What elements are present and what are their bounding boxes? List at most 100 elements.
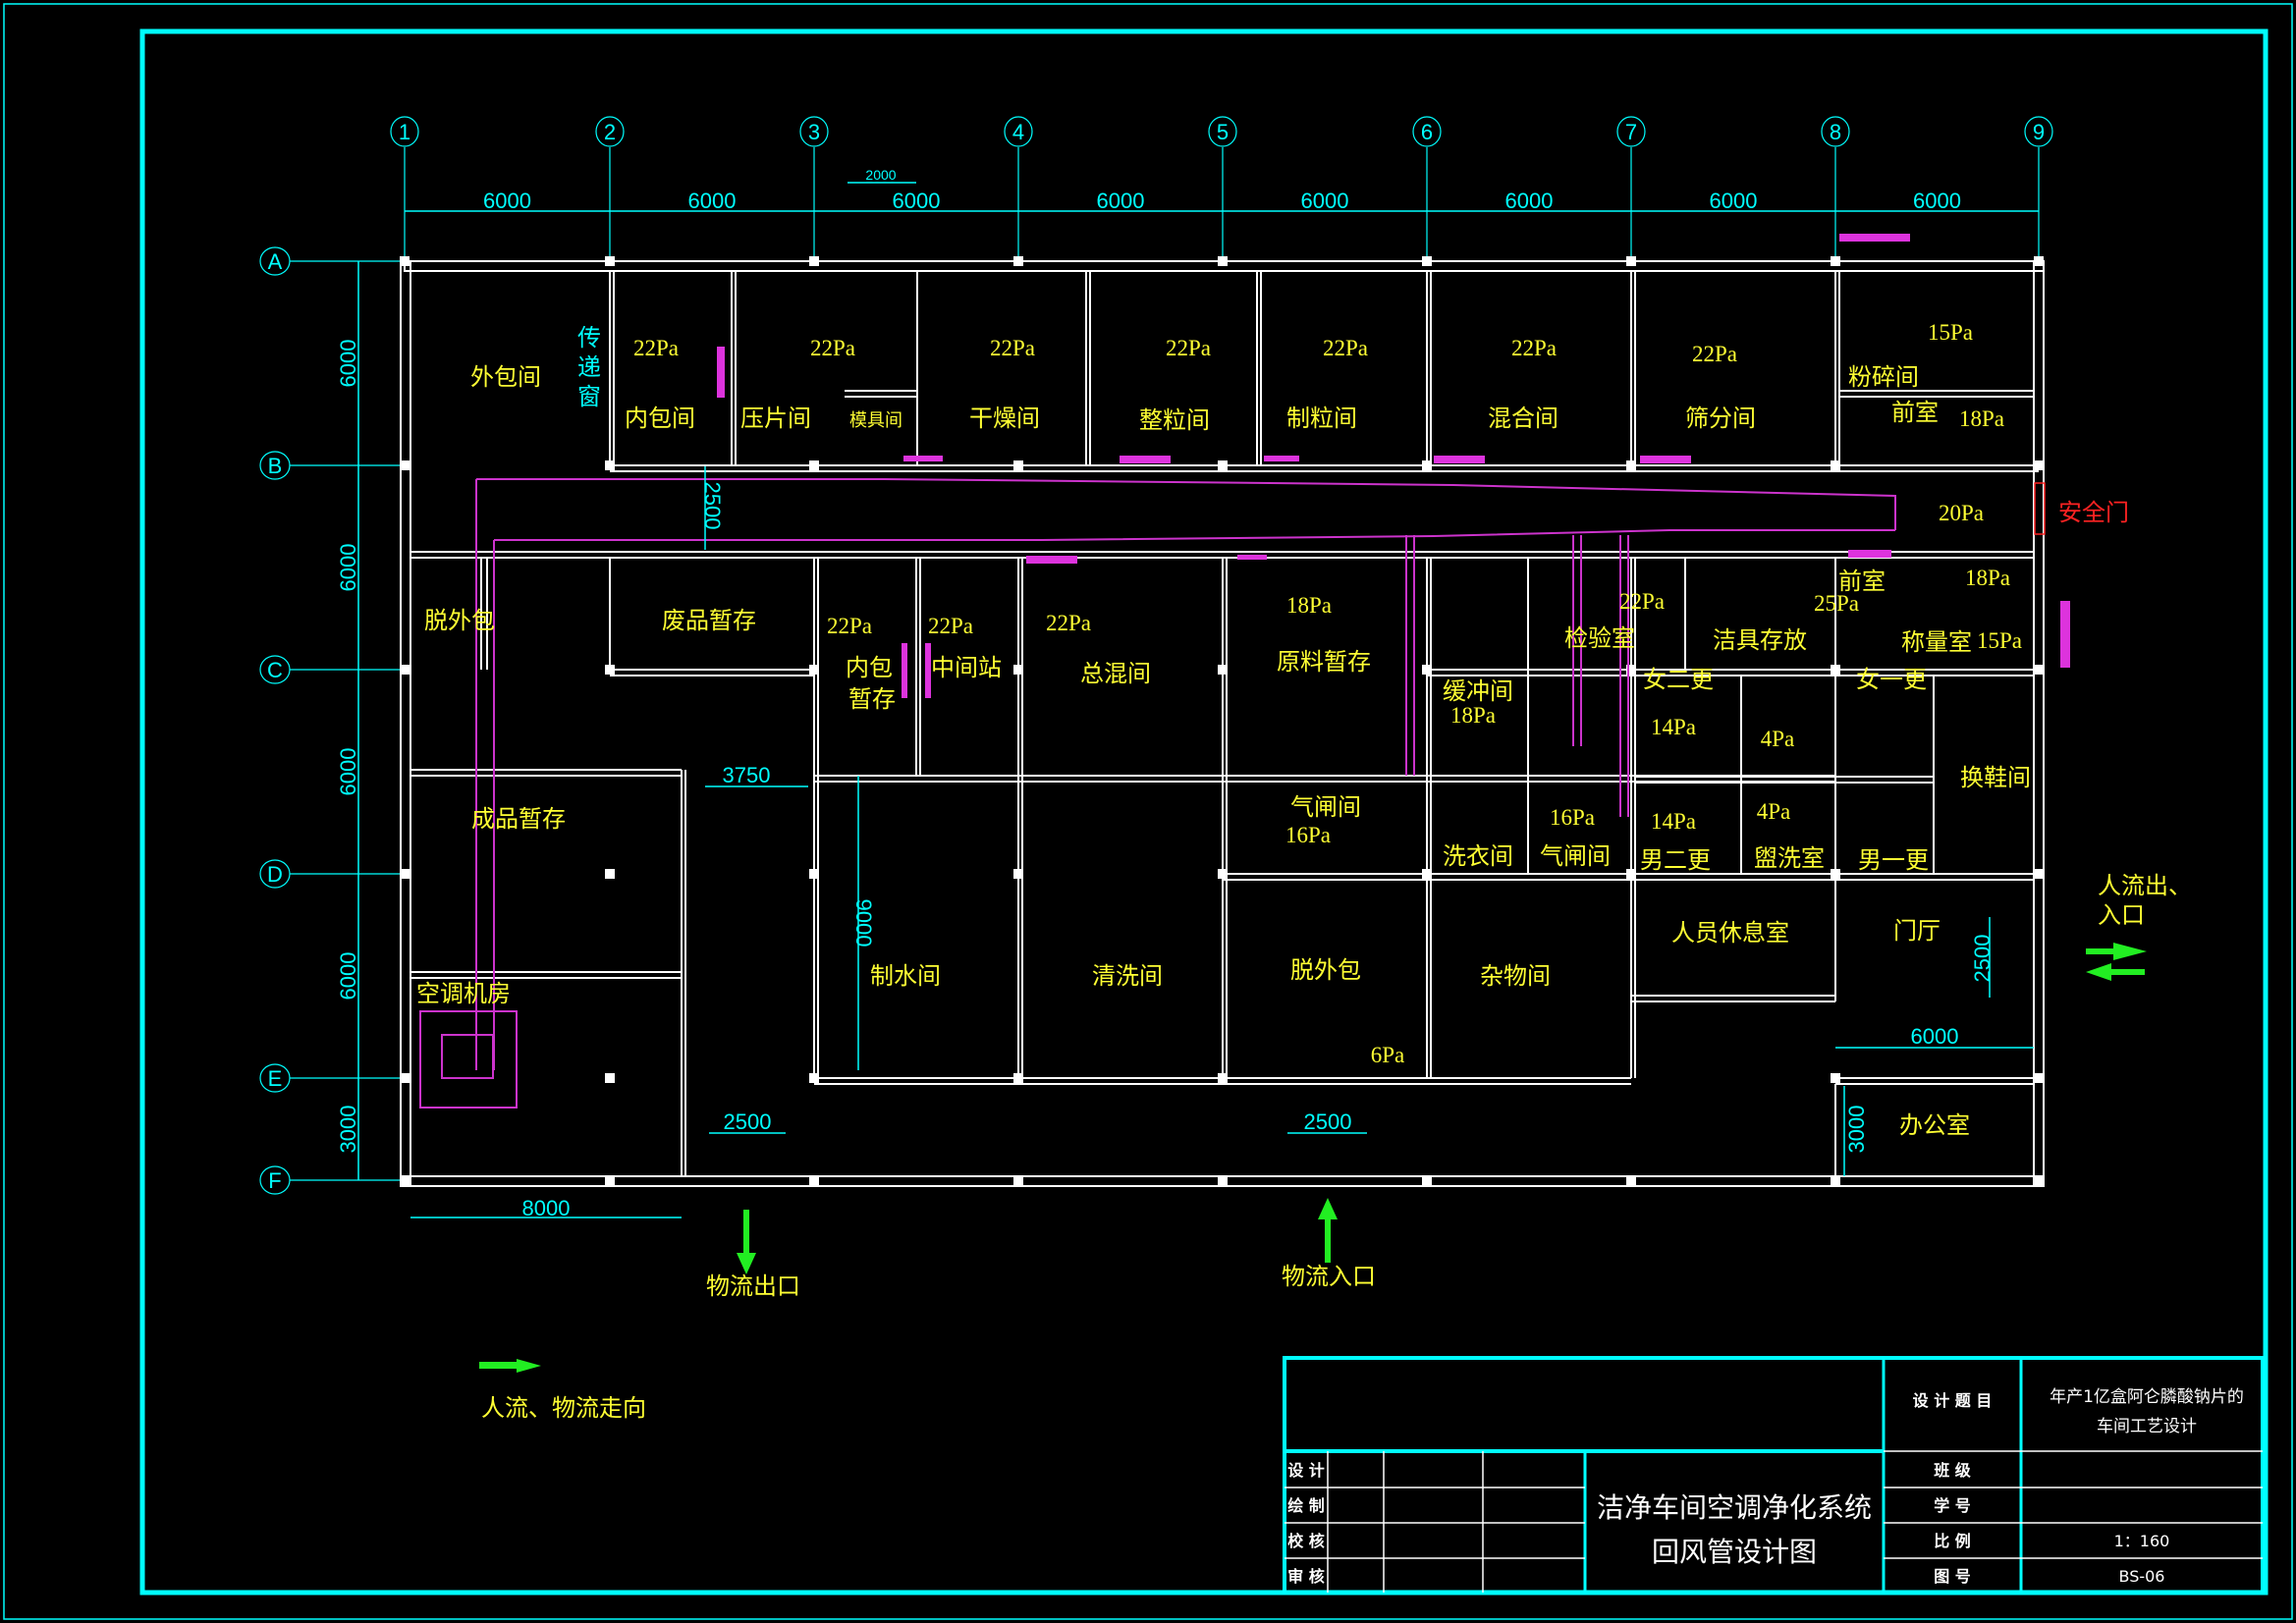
pressure-label: 16Pa [1285, 823, 1331, 847]
room-label-zhilijian: 制粒间 [1286, 405, 1357, 432]
axis-bubble [595, 116, 625, 147]
axis-bubble [1208, 116, 1237, 147]
axis-bubble [799, 116, 829, 147]
inner-frame [139, 28, 2269, 1596]
axis-label-row: F [268, 1168, 281, 1193]
column-marker [1013, 1073, 1023, 1083]
axis-bubble [1004, 116, 1033, 147]
room-label-zhishuijian: 制水间 [870, 962, 941, 990]
column-marker [605, 869, 615, 879]
dimension-text: 6000 [1505, 189, 1554, 213]
legend-label: 人流、物流走向 [481, 1394, 646, 1422]
room-label-tuowaibao2: 脱外包 [1290, 956, 1361, 984]
room-label-ganzaojian: 干燥间 [969, 405, 1040, 432]
pressure-label: 16Pa [1550, 805, 1595, 830]
room-label-nanyigeng: 男一更 [1858, 846, 1929, 874]
dimension-text: 6000 [336, 952, 360, 1001]
column-marker [400, 869, 410, 879]
column-marker [1013, 256, 1023, 266]
axis-label-column: 5 [1217, 120, 1229, 144]
room-label-renyuanxiuxishi: 人员休息室 [1671, 919, 1789, 947]
axis-label-row: D [267, 862, 283, 887]
pressure-label: 4Pa [1761, 727, 1795, 751]
pressure-label: 22Pa [1692, 342, 1737, 366]
pressure-label: 18Pa [1286, 593, 1332, 618]
axis-label-column: 2 [604, 120, 616, 144]
column-marker [2034, 460, 2044, 470]
column-marker [1218, 1073, 1228, 1083]
material-exit-arrow [737, 1210, 756, 1274]
axis-bubble [259, 246, 291, 276]
column-marker [400, 256, 410, 266]
column-marker [1626, 1175, 1636, 1185]
safety-door-label: 安全门 [2058, 499, 2129, 526]
column-marker [1013, 869, 1023, 879]
column-marker [1422, 869, 1432, 879]
room-label-guanxishi: 盥洗室 [1754, 844, 1825, 872]
design-topic-label: 设 计 题 目 [1913, 1391, 1993, 1410]
outer-frame [3, 3, 2293, 1620]
dimension-text: 2000 [865, 167, 896, 183]
safety-door [2034, 482, 2046, 535]
pass-window-label: 窗 [577, 383, 601, 410]
pass-window-label: 传 [577, 324, 601, 352]
room-label-tuowaibao1: 脱外包 [424, 607, 495, 634]
axis-label-row: B [268, 454, 283, 478]
material-entry-arrow [1318, 1198, 1338, 1263]
column-marker [1422, 665, 1432, 675]
people-in-arrow [2086, 943, 2147, 960]
column-marker [1013, 1175, 1023, 1185]
column-marker [605, 1073, 615, 1083]
pressure-label: 14Pa [1651, 715, 1696, 739]
column-marker [1831, 869, 1840, 879]
pressure-label: 22Pa [633, 336, 679, 360]
scale-value: 1：160 [2114, 1532, 2170, 1550]
drawing-number-value: BS-06 [2119, 1567, 2165, 1586]
room-label-qianshi2: 前室 [1838, 568, 1886, 595]
pressure-label: 25Pa [1814, 591, 1859, 616]
pressure-label: 6Pa [1371, 1043, 1405, 1067]
dimension-text: 6000 [336, 340, 360, 388]
column-marker [605, 1175, 615, 1185]
column-marker [1218, 665, 1228, 675]
title-block-label: 图 号 [1934, 1567, 1971, 1586]
design-topic-value: 年产1亿盒阿仑膦酸钠片的 [2050, 1387, 2244, 1407]
axis-label-row: C [267, 658, 283, 682]
axis-label-row: E [268, 1066, 283, 1091]
column-marker [400, 1175, 410, 1185]
room-label-zawujian: 杂物间 [1480, 962, 1551, 990]
room-label-qizhajian2: 气闸间 [1540, 842, 1611, 870]
column-marker [809, 1175, 819, 1185]
axis-bubble [1412, 116, 1442, 147]
axis-label-column: 3 [808, 120, 820, 144]
column-marker [1831, 1175, 1840, 1185]
room-label-feipinzancun: 废品暂存 [662, 607, 756, 634]
column-marker [605, 460, 615, 470]
dimension-text: 3000 [1844, 1106, 1869, 1154]
dimension-lines [357, 182, 2039, 1218]
axis-bubble [390, 116, 419, 147]
pressure-label: 14Pa [1651, 809, 1696, 834]
pressure-label: 15Pa [1928, 320, 1973, 345]
room-label-qingxijian: 清洗间 [1092, 962, 1163, 990]
column-marker [400, 1073, 410, 1083]
column-marker [1218, 869, 1228, 879]
axis-label-column: 7 [1625, 120, 1637, 144]
dimension-text: 6000 [1913, 189, 1961, 213]
dimension-text: 8000 [522, 1196, 571, 1220]
column-marker [400, 665, 410, 675]
axis-label-column: 1 [399, 120, 410, 144]
pressure-label: 15Pa [1977, 628, 2022, 653]
room-label-nvyigeng: 女一更 [1856, 666, 1927, 693]
role-label: 设 计 [1287, 1461, 1325, 1480]
column-marker [1626, 869, 1636, 879]
room-label-mojujian: 模具间 [849, 410, 902, 431]
column-marker [605, 665, 615, 675]
room-label-neibao: 内包 [846, 654, 893, 681]
dimension-text: 6000 [336, 748, 360, 796]
room-label-shaifenjian: 筛分间 [1685, 405, 1756, 432]
title-block-label: 班 级 [1934, 1461, 1972, 1480]
dimension-text: 6000 [483, 189, 531, 213]
column-marker [1218, 1175, 1228, 1185]
